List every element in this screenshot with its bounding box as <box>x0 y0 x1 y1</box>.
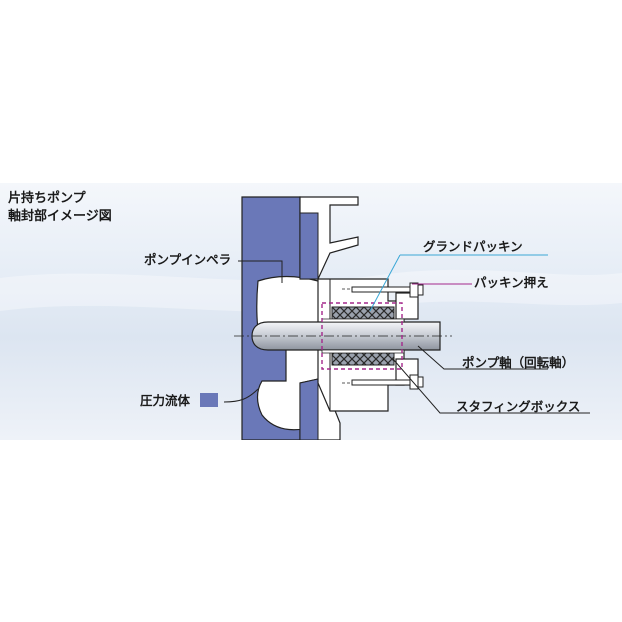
diagram-title-line2: 軸封部イメージ図 <box>8 208 112 224</box>
pressure-fluid-swatch <box>200 393 218 407</box>
diagram-panel: 片持ちポンプ 軸封部イメージ図 ポンプインペラ グランドパッキン パッキン押え … <box>0 183 622 440</box>
label-pump-shaft: ポンプ軸（回転軸） <box>462 355 574 370</box>
diagram-title-line1: 片持ちポンプ <box>8 190 87 206</box>
pump-shaft <box>234 318 452 354</box>
label-packing-gland: パッキン押え <box>474 275 549 290</box>
pump-seal-diagram: 片持ちポンプ 軸封部イメージ図 ポンプインペラ グランドパッキン パッキン押え … <box>0 183 622 440</box>
label-stuffing-box: スタフィングボックス <box>456 399 580 414</box>
seal-zone-outline <box>321 302 403 370</box>
impeller-casing <box>241 196 359 440</box>
gland-packing-rings <box>331 306 395 366</box>
label-impeller: ポンプインペラ <box>144 252 231 267</box>
label-pressure-fluid: 圧力流体 <box>140 393 191 408</box>
leader-lines <box>223 254 590 414</box>
label-gland-packing: グランドパッキン <box>423 239 523 254</box>
